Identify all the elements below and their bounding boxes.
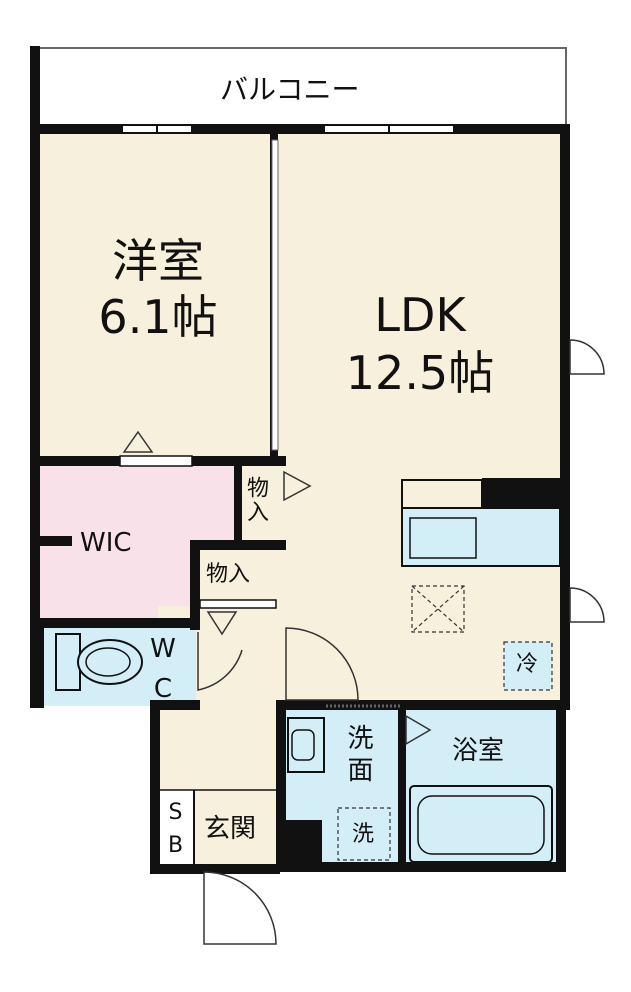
storage-2-door: [199, 599, 277, 609]
wic-opening: [36, 536, 72, 546]
laundry-label: 洗: [352, 822, 375, 847]
western-room-size: 6.1帖: [98, 290, 218, 344]
kitchen-wall-block: [482, 478, 562, 508]
western-room-door-arrow: [122, 430, 154, 453]
ldk-name: LDK: [374, 288, 466, 342]
washroom-label: 洗面: [343, 724, 373, 788]
toilet-bowl: [77, 639, 143, 685]
washbasin-bowl: [291, 729, 315, 761]
ldk-east-window-1: [569, 339, 605, 375]
washbasin: [287, 717, 325, 773]
storage-1-area: [240, 462, 278, 546]
windows: [121, 124, 455, 134]
storage-1-door-arrow: [283, 470, 312, 502]
shoe-box-area: [158, 790, 194, 870]
kitchen-sink: [409, 517, 477, 559]
storage-2-label: 物入: [206, 562, 251, 587]
bathtub: [409, 785, 553, 863]
wic-label: WIC: [80, 528, 132, 558]
kitchen-upper-shelf: [401, 479, 483, 509]
ceiling-marker: [411, 585, 465, 633]
entrance-label: 玄関: [204, 814, 257, 844]
western-room-area: [38, 132, 278, 462]
laundry-space: [337, 807, 391, 861]
toilet-door: [197, 632, 243, 691]
ldk-east-window-2: [569, 587, 605, 623]
bath-door-arrow: [405, 714, 432, 746]
balcony-area: [32, 48, 566, 126]
fridge-space: [503, 641, 553, 691]
entrance-door: [203, 871, 277, 945]
toilet-tank: [55, 633, 81, 691]
storage-1-label: 物入: [243, 476, 268, 524]
toilet-label: WC: [148, 634, 178, 714]
ldk-label: LDK 12.5帖: [320, 292, 520, 396]
western-room-name: 洋室: [112, 234, 204, 288]
storage-2-door-arrow: [206, 611, 238, 636]
toilet-seat: [85, 647, 131, 677]
fridge-label: 冷: [516, 652, 539, 677]
balcony-label: バルコニー: [220, 73, 360, 106]
bath-label: 浴室: [452, 736, 505, 766]
shoe-box-label: SB: [163, 800, 188, 866]
sliding-door: [271, 139, 279, 451]
western-room-door: [119, 455, 193, 467]
western-room-label: 洋室 6.1帖: [68, 238, 248, 340]
ldk-area: [278, 132, 560, 702]
ldk-door: [285, 627, 359, 701]
balcony-outline: [32, 47, 567, 126]
ldk-size: 12.5帖: [345, 346, 495, 400]
bathtub-inner: [417, 795, 545, 855]
storage-2-area: [196, 546, 278, 606]
